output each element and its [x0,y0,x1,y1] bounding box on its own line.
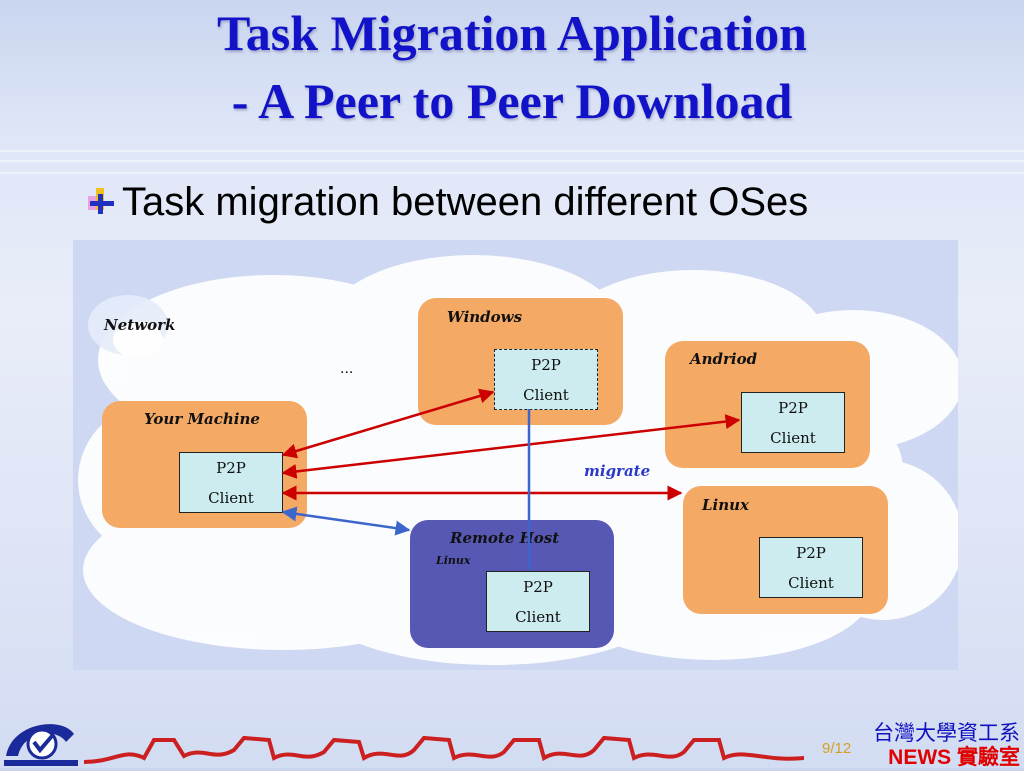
lab-name-line2: NEWS 實驗室 [888,746,1020,769]
client-line1: P2P [796,544,826,562]
linux-client: P2P Client [759,537,863,598]
page-number: 9/12 [822,740,852,757]
client-line2: Client [770,429,816,447]
client-line2: Client [208,489,254,507]
network-label: Network [104,316,176,334]
lab-name-line1: 台灣大學資工系 [873,722,1020,745]
client-line2: Client [515,608,561,626]
diagram-panel: Network ... Your Machine Windows Andriod… [73,240,958,670]
android-client: P2P Client [741,392,845,453]
lab-logo-icon [4,724,78,766]
client-line2: Client [788,574,834,592]
client-line1: P2P [778,399,808,417]
slide-title-line1: Task Migration Application [217,5,807,61]
windows-client: P2P Client [494,349,598,410]
linux-label: Linux [702,496,749,514]
bullet-text: Task migration between different OSes [122,180,809,224]
windows-label: Windows [447,308,523,326]
android-label: Andriod [690,350,758,368]
client-line1: P2P [531,356,561,374]
bullet-icon [88,188,114,214]
slide-title-line2: - A Peer to Peer Download [231,73,793,129]
your-machine-label: Your Machine [144,410,260,428]
remote-host-os-label: Linux [436,554,471,567]
client-line1: P2P [216,459,246,477]
ellipsis-label: ... [340,360,354,377]
client-line1: P2P [523,578,553,596]
footer-decoration [84,735,804,764]
your-machine-client: P2P Client [179,452,283,513]
migrate-label: migrate [584,462,651,480]
remote-host-client: P2P Client [486,571,590,632]
remote-host-label: Remote Host [450,529,560,547]
client-line2: Client [523,386,569,404]
